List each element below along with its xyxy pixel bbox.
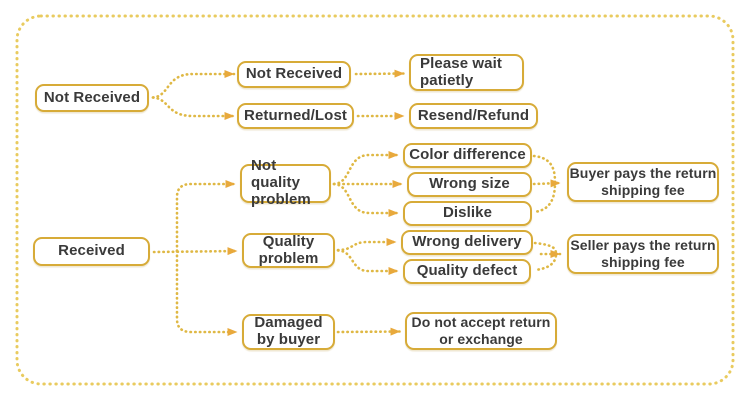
edge-qualityproblem-qualitydefect	[336, 249, 400, 275]
edge-midnotreceived-pleasewait	[354, 69, 406, 78]
node-returned-lost: Returned/Lost	[237, 103, 354, 129]
node-received: Received	[33, 237, 150, 266]
node-not-received-mid: Not Received	[237, 61, 351, 88]
node-dislike: Dislike	[403, 201, 532, 226]
node-please-wait: Please wait patietly	[409, 54, 524, 91]
edge-received-notqualityproblem	[175, 180, 237, 253]
node-wrong-size: Wrong size	[407, 172, 532, 197]
node-buyer-pays: Buyer pays the return shipping fee	[567, 162, 719, 202]
bracket-seller-group	[533, 241, 558, 272]
edge-damagedbybuyer-donotaccept	[336, 327, 402, 336]
connectors	[151, 69, 562, 336]
edge-received-damagedbybuyer	[175, 249, 239, 336]
edge-notquality-dislike	[332, 182, 400, 217]
node-resend-refund: Resend/Refund	[409, 103, 538, 129]
node-quality-problem: Quality problem	[242, 233, 335, 268]
edge-qualityproblem-wrongdelivery	[336, 238, 398, 252]
node-seller-pays: Seller pays the return shipping fee	[567, 234, 719, 274]
node-damaged-by-buyer: Damaged by buyer	[242, 314, 335, 350]
edge-received-qualityproblem	[152, 247, 239, 256]
edge-wrongsize-buyerpays	[532, 179, 562, 188]
edge-notquality-colordifference	[332, 151, 400, 186]
node-do-not-accept: Do not accept return or exchange	[405, 312, 557, 350]
edge-leftnotreceived-returnedlost	[151, 96, 236, 120]
node-not-received-left: Not Received	[35, 84, 149, 112]
outer-dotted-border	[15, 14, 735, 386]
edge-leftnotreceived-midnotreceived	[151, 70, 236, 99]
node-wrong-delivery: Wrong delivery	[401, 230, 533, 255]
node-color-difference: Color difference	[403, 143, 532, 168]
node-not-quality-problem: Not quality problem	[240, 157, 331, 208]
node-quality-defect: Quality defect	[403, 259, 531, 284]
